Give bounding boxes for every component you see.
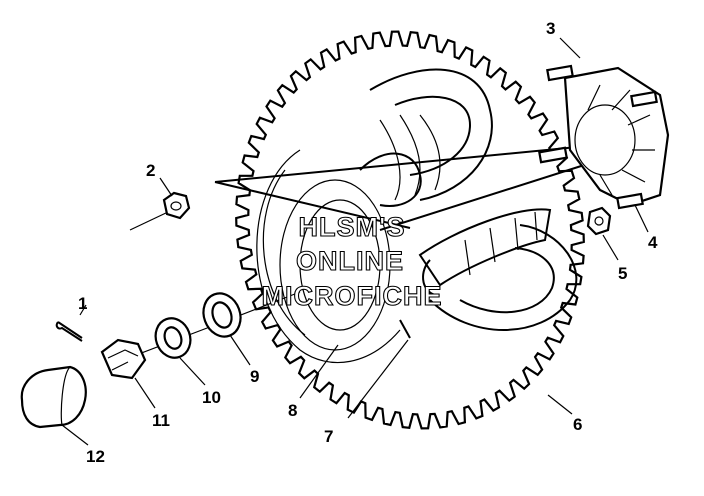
callout-8: 8 xyxy=(288,401,297,420)
axle-lower-line xyxy=(379,159,601,231)
hub xyxy=(538,64,670,210)
tire-tread-outline xyxy=(235,30,585,430)
leader-7 xyxy=(347,339,409,419)
axle-nut-body xyxy=(162,191,191,220)
tire-bead-lower xyxy=(429,224,578,331)
callout-1: 1 xyxy=(78,294,87,313)
valve-stem-body xyxy=(399,319,411,339)
hub-fins xyxy=(587,84,655,196)
leader-4 xyxy=(634,204,649,233)
cotter-pin xyxy=(55,321,83,342)
cotter-pin-shape xyxy=(55,321,83,342)
rim-barrel-ribs xyxy=(464,211,538,276)
callout-numbers: 3 2 4 5 1 9 10 11 12 8 7 6 xyxy=(78,19,658,466)
washer-10-inner xyxy=(163,326,183,350)
lug-nut-body xyxy=(586,206,612,236)
tire xyxy=(235,30,585,430)
axle-upper-line xyxy=(214,144,599,183)
tire-bead-lower-inner xyxy=(459,247,555,314)
axle-nut-hole xyxy=(170,201,182,211)
hub-body xyxy=(563,66,670,207)
tire-sidewall-inner xyxy=(256,149,401,364)
valve-stem xyxy=(399,319,411,339)
callout-10: 10 xyxy=(202,388,221,407)
callout-11: 11 xyxy=(152,411,170,430)
tire-bead-upper xyxy=(369,68,493,201)
leader-lines xyxy=(61,37,649,446)
wheel-stud xyxy=(616,192,644,210)
leader-9 xyxy=(229,334,251,366)
leader-8 xyxy=(299,344,339,399)
castle-nut-body xyxy=(100,338,147,380)
watermark: HLSM'S ONLINE MICROFICHE xyxy=(261,211,443,311)
leader-11 xyxy=(134,377,156,409)
wheel-stud xyxy=(630,90,658,108)
castle-nut-slots xyxy=(107,349,139,371)
callout-5: 5 xyxy=(618,264,627,283)
nut-2-leader-left xyxy=(129,211,169,231)
rim-face-inner xyxy=(299,199,381,331)
callout-9: 9 xyxy=(250,367,259,386)
axle-nut xyxy=(162,191,191,220)
leader-10 xyxy=(179,357,206,386)
rim-barrel-edge xyxy=(422,259,436,296)
dust-cap xyxy=(20,365,87,429)
rim-barrel-lower xyxy=(418,208,552,287)
tire-sidewall-line xyxy=(262,169,306,336)
dust-cap-body xyxy=(20,365,87,429)
leader-5 xyxy=(602,234,619,261)
callout-12: 12 xyxy=(86,447,105,466)
leader-2 xyxy=(159,177,173,197)
axle-guide-line-2 xyxy=(214,181,411,229)
lug-nut-hole xyxy=(594,216,604,226)
dust-cap-rim xyxy=(60,366,71,426)
wheel-stud xyxy=(538,146,568,164)
washer-9-inner xyxy=(211,301,233,329)
watermark-line-1: HLSM'S xyxy=(299,212,406,242)
wheel-stud xyxy=(546,64,574,82)
callout-6: 6 xyxy=(573,415,582,434)
callout-4: 4 xyxy=(648,233,658,252)
washer-10 xyxy=(154,317,192,359)
lug-nut xyxy=(586,206,612,236)
hub-center-ring xyxy=(574,104,636,176)
watermark-line-3: MICROFICHE xyxy=(262,281,443,311)
callout-7: 7 xyxy=(324,427,333,446)
leader-3 xyxy=(559,37,581,59)
washer-9 xyxy=(202,292,242,338)
callout-2: 2 xyxy=(146,161,155,180)
leader-1 xyxy=(79,304,87,316)
watermark-line-2: ONLINE xyxy=(296,246,404,276)
leader-12 xyxy=(61,424,89,446)
castle-nut xyxy=(100,338,147,380)
leader-6 xyxy=(547,394,573,415)
callout-3: 3 xyxy=(546,19,555,38)
